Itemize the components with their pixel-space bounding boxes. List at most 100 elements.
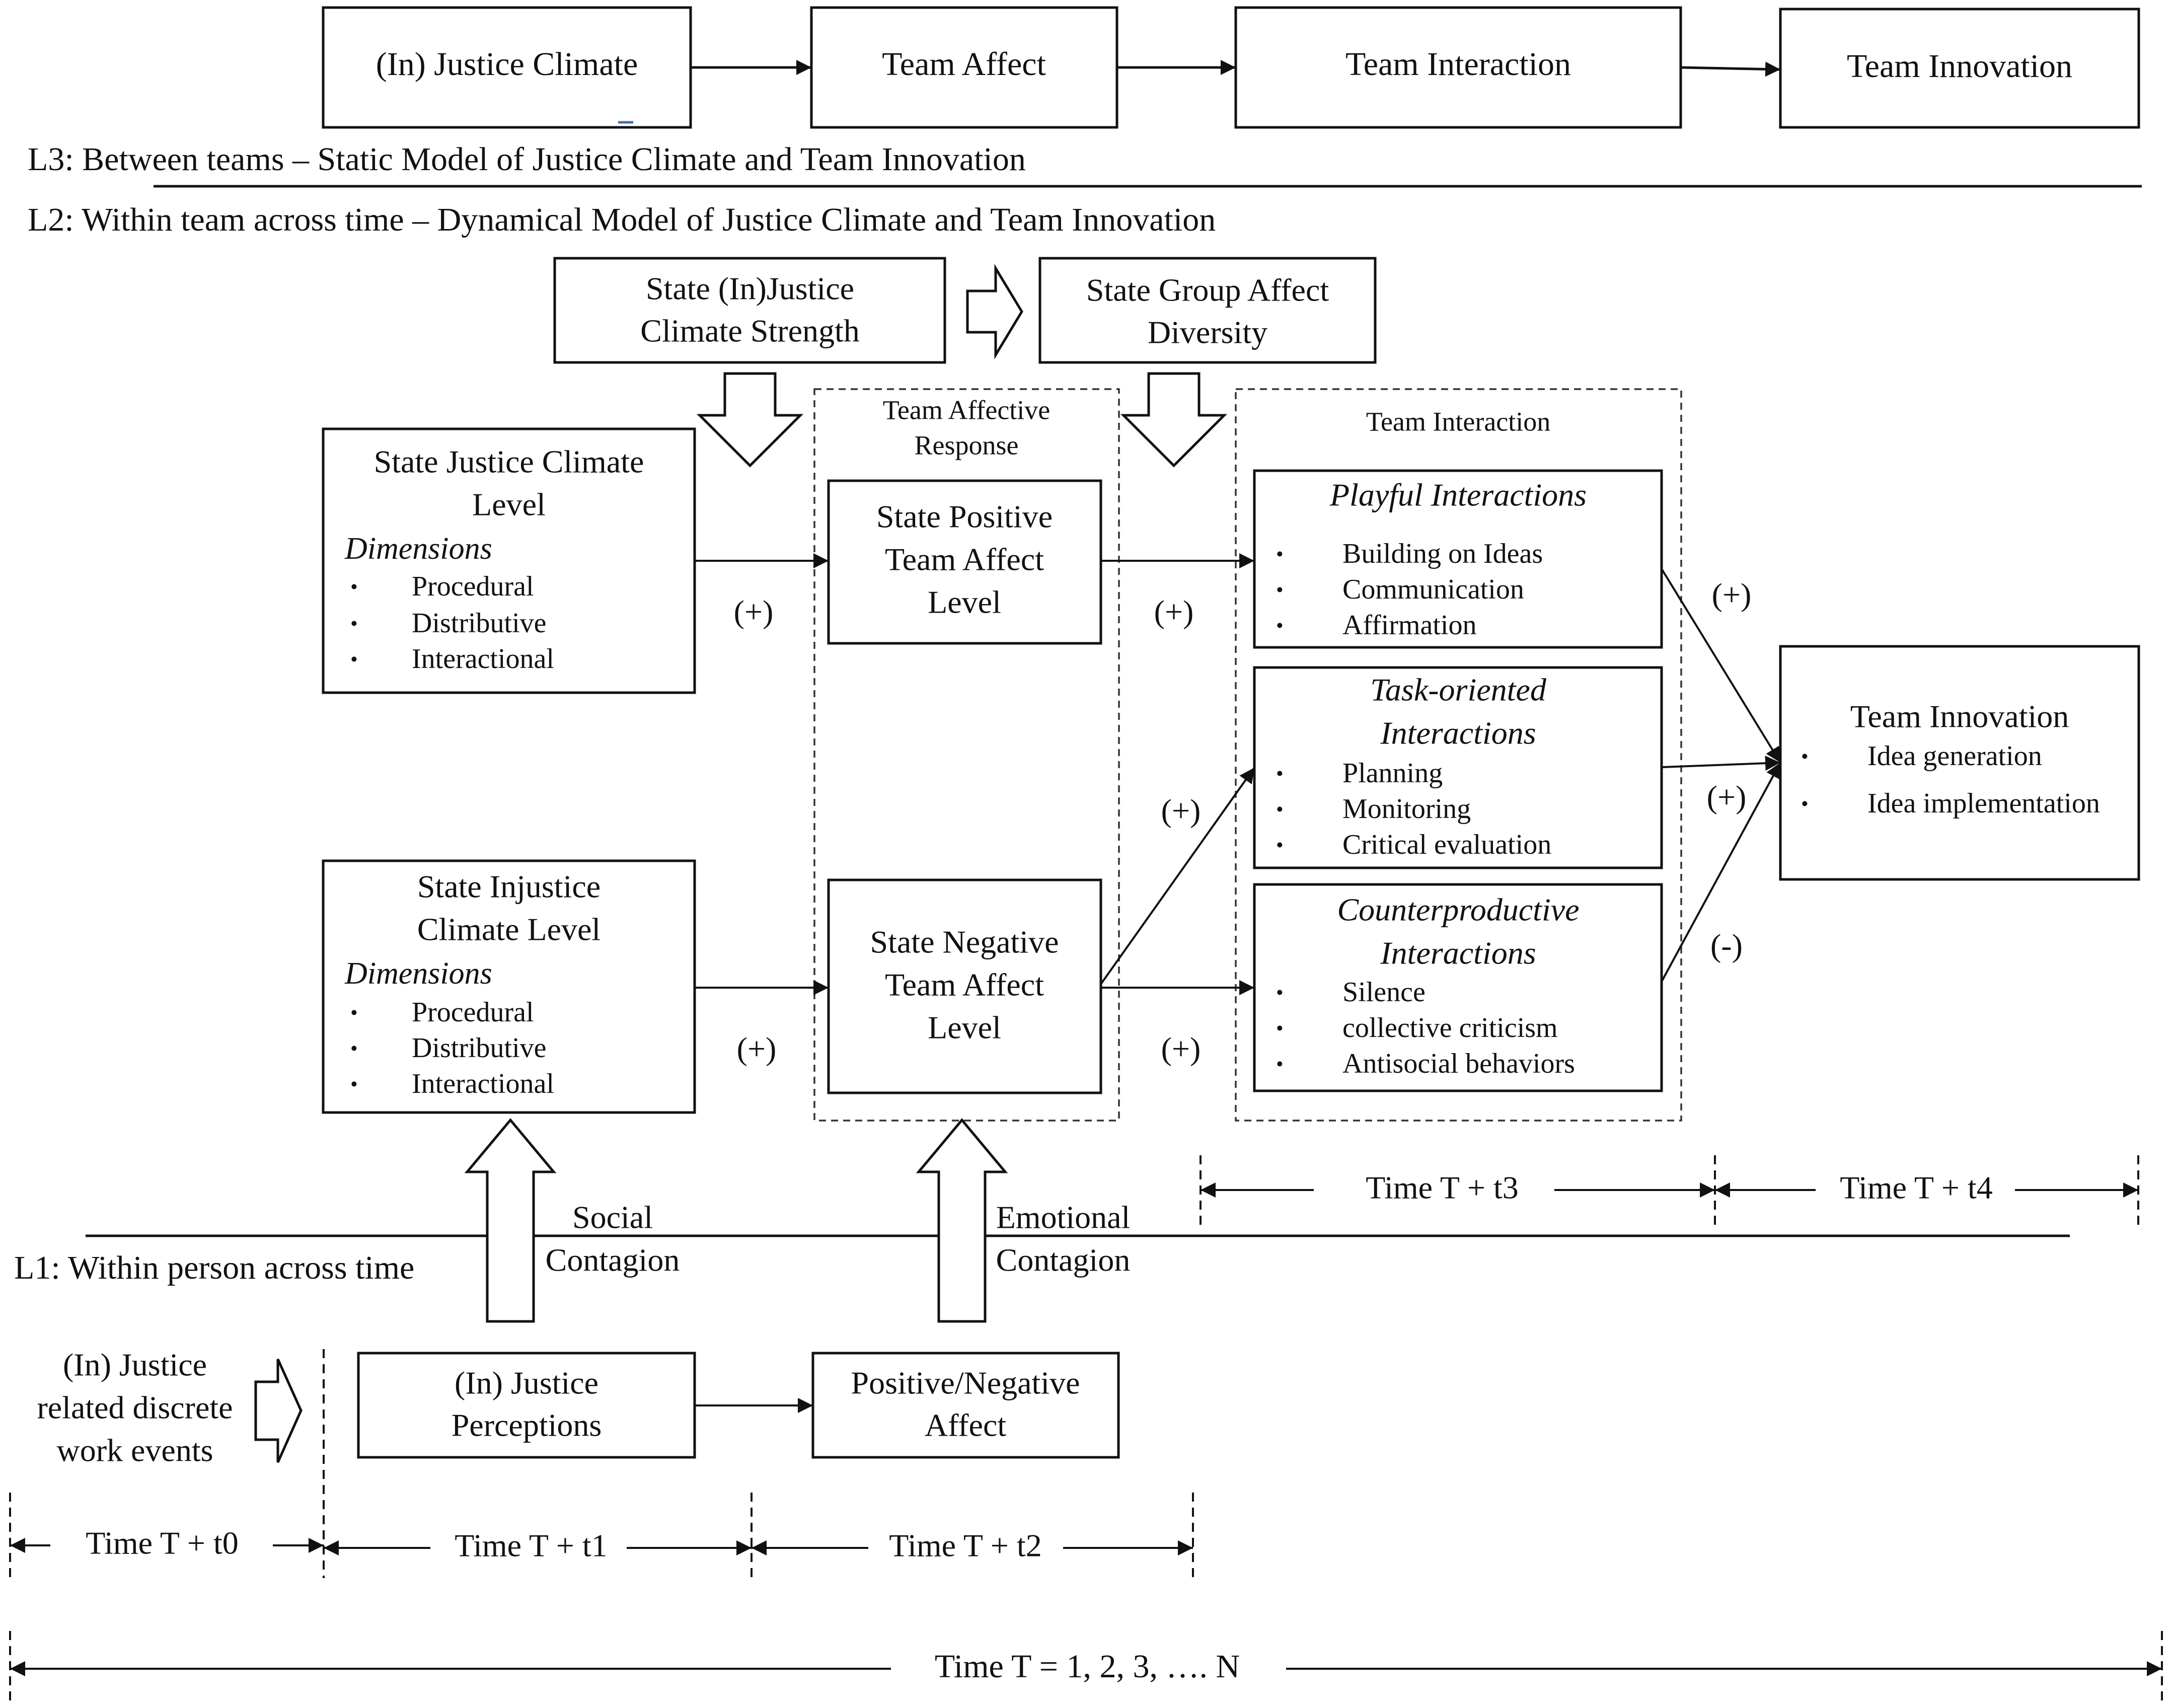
bullet-icon: •: [1276, 543, 1284, 566]
counter-title-line-2: Interactions: [1380, 935, 1536, 971]
level3-model: (In) Justice Climate Team Affect Team In…: [28, 6, 2140, 178]
negative-to-task-arrow: [1100, 767, 1255, 985]
injustice-dimensions-label: Dimensions: [344, 956, 492, 991]
justice-item-procedural: Procedural: [412, 571, 534, 602]
state-positive-affect-box: [827, 479, 1102, 645]
social-contagion-block-arrow: [464, 1118, 557, 1323]
task-title-line-1: Task-oriented: [1370, 672, 1547, 708]
innovation-item-idea-implementation: Idea implementation: [1867, 788, 2100, 819]
l3-team-affect-label: Team Affect: [882, 46, 1046, 83]
counter-to-innovation-arrow: [1661, 762, 1781, 982]
counter-item-silence: Silence: [1342, 977, 1426, 1008]
events-line-1: (In) Justice: [63, 1347, 207, 1383]
interaction-group-label: Team Interaction: [1366, 406, 1551, 436]
perceptions-line-2: Perceptions: [452, 1407, 602, 1443]
affect-line-2: Affect: [925, 1407, 1007, 1443]
state-injustice-climate-box: [322, 859, 696, 1114]
l3-team-innovation-box: [1779, 8, 2140, 129]
innovation-item-idea-generation: Idea generation: [1867, 740, 2042, 772]
justice-item-distributive: Distributive: [412, 608, 547, 639]
l2-level-label: L2: Within team across time – Dynamical …: [28, 201, 1216, 238]
state-justice-climate-box: [322, 427, 696, 694]
social-contagion-line-1: Social: [572, 1200, 653, 1235]
l3-arrow-3: [1680, 61, 1781, 77]
bullet-icon: •: [1276, 834, 1284, 857]
bullet-icon: •: [1276, 1017, 1284, 1041]
events-block-arrow: [254, 1358, 303, 1463]
affective-group-line-1: Team Affective: [883, 395, 1051, 425]
diversity-box: [1038, 257, 1377, 364]
counter-item-antisocial: Antisocial behaviors: [1342, 1048, 1575, 1079]
time-t2-label: Time T + t2: [889, 1528, 1041, 1564]
sign-task-innovation: (+): [1707, 779, 1747, 815]
sign-playful-innovation: (+): [1712, 577, 1752, 613]
positive-affect-line-3: Level: [928, 584, 1001, 620]
task-oriented-interactions-box: [1253, 666, 1663, 869]
bullet-icon: •: [1276, 763, 1284, 786]
task-item-critical-evaluation: Critical evaluation: [1342, 829, 1551, 860]
level2-model: L2: Within team across time – Dynamical …: [28, 201, 2140, 1228]
sign-injustice-negative: (+): [737, 1031, 777, 1067]
justice-dimensions-label: Dimensions: [344, 532, 492, 566]
sign-positive-playful: (+): [1154, 594, 1194, 630]
perceptions-line-1: (In) Justice: [455, 1365, 598, 1401]
sign-negative-task: (+): [1161, 793, 1201, 829]
l3-team-affect-box: [810, 6, 1118, 129]
bullet-icon: •: [350, 648, 358, 672]
playful-interactions-box: [1253, 469, 1663, 649]
task-to-innovation-arrow: [1661, 756, 1781, 771]
negative-affect-line-1: State Negative: [870, 924, 1059, 960]
bullet-icon: •: [350, 1002, 358, 1025]
playful-to-innovation-arrow: [1661, 568, 1781, 764]
affect-box: [811, 1352, 1120, 1459]
injustice-title-line-1: State Injustice: [417, 869, 601, 905]
emotional-contagion-block-arrow: [916, 1118, 1008, 1323]
social-contagion-line-2: Contagion: [546, 1242, 680, 1278]
l1-level-label: L1: Within person across time: [14, 1249, 414, 1286]
justice-title-line-1: State Justice Climate: [374, 444, 644, 480]
injustice-title-line-2: Climate Level: [417, 912, 601, 947]
justice-item-interactional: Interactional: [412, 643, 554, 675]
strength-box: [553, 257, 946, 364]
negative-affect-line-2: Team Affect: [885, 967, 1044, 1003]
sign-negative-counter: (+): [1161, 1031, 1201, 1067]
bullet-icon: •: [350, 1037, 358, 1061]
bullet-icon: •: [1276, 982, 1284, 1005]
diversity-down-block-arrow: [1120, 372, 1228, 468]
diversity-line-1: State Group Affect: [1086, 272, 1329, 308]
injustice-item-distributive: Distributive: [412, 1032, 547, 1064]
emotional-contagion-line-1: Emotional: [996, 1200, 1131, 1235]
counterproductive-interactions-box: [1253, 883, 1663, 1092]
task-title-line-2: Interactions: [1380, 715, 1536, 751]
time-total-label: Time T = 1, 2, 3, …. N: [935, 1648, 1240, 1685]
state-negative-affect-box: [827, 878, 1102, 1094]
l3-team-interaction-label: Team Interaction: [1345, 46, 1571, 83]
bullet-icon: •: [350, 1073, 358, 1096]
affect-line-1: Positive/Negative: [851, 1365, 1080, 1401]
time-t1-label: Time T + t1: [455, 1528, 607, 1564]
playful-item-affirmation: Affirmation: [1342, 610, 1476, 641]
strength-line-1: State (In)Justice: [646, 271, 854, 307]
l3-team-interaction-box: [1234, 6, 1682, 129]
time-t3-label: Time T + t3: [1366, 1170, 1518, 1206]
diversity-line-2: Diversity: [1148, 315, 1267, 350]
strength-to-diversity-block-arrow: [966, 264, 1023, 359]
playful-title: Playful Interactions: [1329, 477, 1587, 513]
task-item-planning: Planning: [1342, 758, 1443, 789]
injustice-item-procedural: Procedural: [412, 997, 534, 1028]
injustice-item-interactional: Interactional: [412, 1068, 554, 1099]
l3-justice-climate-box: [322, 6, 692, 129]
playful-item-communication: Communication: [1342, 574, 1524, 605]
team-interaction-group: [1235, 388, 1682, 1122]
affective-group-line-2: Response: [915, 430, 1019, 460]
team-affective-response-group: [813, 388, 1120, 1122]
negative-affect-line-3: Level: [928, 1010, 1001, 1046]
bullet-icon: •: [1276, 579, 1284, 602]
bullet-icon: •: [1276, 798, 1284, 822]
level1-model: Social Contagion Emotional Contagion L1:…: [9, 1118, 2163, 1701]
counter-title-line-1: Counterproductive: [1337, 892, 1579, 928]
sign-justice-positive: (+): [734, 594, 774, 630]
playful-item-building: Building on Ideas: [1342, 538, 1543, 569]
